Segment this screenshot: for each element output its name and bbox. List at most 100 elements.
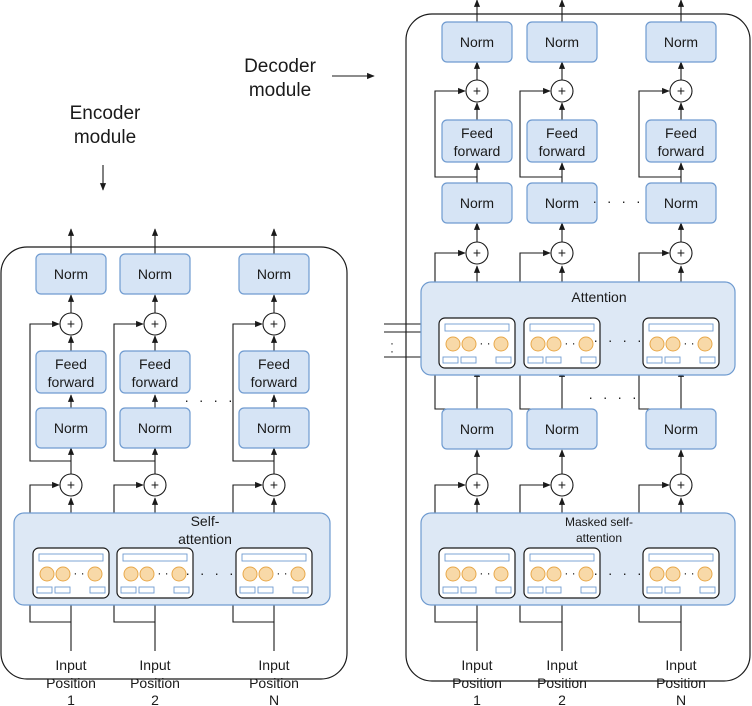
decoder-col-1-add-3-symbol: +: [473, 83, 481, 99]
decoder-col-2-masked-token-card-token-last: [578, 566, 594, 582]
encoder-title-line2: module: [73, 127, 137, 148]
encoder-col-3-norm-1: [238, 407, 310, 449]
encoder-col-1-token-card-footer-bar-2: [54, 586, 71, 594]
encoder-col-3-token-card-footer-bar-1: [239, 586, 256, 594]
decoder-col-3-feed-forward: [645, 119, 717, 163]
decoder-col-3-masked-token-card-footer-bar-3: [699, 586, 716, 594]
decoder-col-3-attention-token-card-footer-bar-3: [699, 356, 716, 364]
encoder-col-2-norm-2: [119, 253, 191, 295]
decoder-col-3-attention-token-card-token-last: [697, 336, 713, 352]
decoder-col-3-input-label-line3: N: [676, 692, 686, 706]
decoder-col-1-input-label-line3: 1: [473, 692, 481, 706]
encoder-col-3-feed-forward-label-line1: Feed: [258, 356, 290, 372]
encoder-col-1-add-2-symbol: +: [67, 316, 75, 332]
decoder-col-2-norm-3: [526, 21, 598, 63]
encoder-col-3-add-1: [262, 473, 286, 497]
decoder-col-3-masked-token-card-token-2: [665, 566, 681, 582]
decoder-col-3-feed-forward-label-line2: forward: [658, 143, 705, 159]
decoder-col-1-attention-token-card-header-bar: [444, 323, 510, 332]
encoder-col-2-residual-2: [113, 320, 155, 462]
decoder-col-3-norm-2: [645, 182, 717, 224]
decoder-ellipsis-4: · · · ·: [593, 565, 644, 581]
decoder-col-2-norm-2-label: Norm: [545, 195, 579, 211]
encoder-col-3-feed-forward-label-line2: forward: [251, 374, 298, 390]
encoder-col-1-residual-2: [29, 320, 71, 462]
encoder-col-1-add-1-symbol: +: [67, 477, 75, 493]
attention-label: Attention: [571, 289, 626, 305]
decoder-ellipsis-2: · · · ·: [593, 332, 644, 348]
decoder-col-1-input-label-line2: Position: [452, 675, 502, 691]
decoder-ellipsis-3: · · · ·: [588, 389, 639, 405]
decoder-col-3-attention-token-card-token-dots: · ·: [683, 336, 694, 350]
decoder-col-3-norm-3-label: Norm: [664, 34, 698, 50]
decoder-col-3-add-2-symbol: +: [677, 245, 685, 261]
decoder-col-2-residual-3: [519, 87, 562, 178]
encoder-col-1-token-card-token-last: [87, 566, 103, 582]
encoder-col-1-token-card-footer-bar-3: [89, 586, 106, 594]
decoder-col-3-masked-token-card-token-dots: · ·: [683, 566, 694, 580]
decoder-col-1-add-1-symbol: +: [473, 477, 481, 493]
decoder-title-line1: Decoder: [244, 56, 316, 77]
encoder-col-2-token-card-footer-bar-1: [120, 586, 137, 594]
decoder-col-1-masked-token-card-footer-bar-1: [442, 586, 459, 594]
decoder-col-3-masked-token-card-token-last: [697, 566, 713, 582]
decoder-col-3-masked-token-card-footer-bar-2: [664, 586, 681, 594]
encoder-col-2-input-label-line1: Input: [139, 657, 170, 673]
encoder-col-1-add-2: [59, 312, 83, 336]
encoder-col-3-input-label-line3: N: [269, 692, 279, 706]
decoder-col-3-attention-token-card-header-bar: [648, 323, 714, 332]
decoder-col-2-add-3-symbol: +: [558, 83, 566, 99]
decoder-col-3-norm-2-label: Norm: [664, 195, 698, 211]
encoder-col-1-input-label-line1: Input: [55, 657, 86, 673]
decoder-col-1-attention-token-card-token-last: [493, 336, 509, 352]
decoder-col-2-attention-token-card-token-last: [578, 336, 594, 352]
encoder-title-line1: Encoder: [69, 103, 141, 124]
encoder-module-frame: [0, 246, 348, 680]
decoder-col-3-residual-3: [638, 87, 681, 178]
decoder-col-1-masked-token-card-token-1: [445, 566, 461, 582]
decoder-col-2-add-1-symbol: +: [558, 477, 566, 493]
encoder-col-3-input-label-line2: Position: [249, 675, 299, 691]
encoder-col-2-input-label-line2: Position: [130, 675, 180, 691]
encoder-col-2-add-2: [143, 312, 167, 336]
decoder-col-3-add-3: [669, 79, 693, 103]
decoder-col-3-add-1-symbol: +: [677, 477, 685, 493]
decoder-col-1-masked-token-card-token-last: [493, 566, 509, 582]
decoder-col-1-attention-token-card-token-2: [461, 336, 477, 352]
decoder-col-3-masked-token-card-token-1: [649, 566, 665, 582]
decoder-col-2-add-3: [550, 79, 574, 103]
decoder-col-1-norm-3-label: Norm: [460, 34, 494, 50]
decoder-col-2-norm-2: [526, 182, 598, 224]
encoder-col-2-token-card-token-dots: · ·: [157, 566, 168, 580]
decoder-col-2-feed-forward: [526, 119, 598, 163]
masked-attention-label-line2: attention: [576, 531, 622, 545]
decoder-col-3-add-3-symbol: +: [677, 83, 685, 99]
decoder-col-2-add-1: [550, 473, 574, 497]
encoder-col-2-add-2-symbol: +: [151, 316, 159, 332]
encoder-col-3-token-card-footer-bar-2: [257, 586, 274, 594]
self-attention-label-line1: Self-: [191, 513, 220, 529]
decoder-col-2-add-2-symbol: +: [558, 245, 566, 261]
encoder-col-3-input-label-line1: Input: [258, 657, 289, 673]
decoder-col-1-add-2: [465, 241, 489, 265]
encoder-col-3-token-card-footer-bar-3: [292, 586, 309, 594]
encoder-col-1-feed-forward-label-line1: Feed: [55, 356, 87, 372]
encoder-col-3-add-2: [262, 312, 286, 336]
decoder-col-3-attention-token-card-token-1: [649, 336, 665, 352]
encoder-col-1-token-card-header-bar: [38, 553, 104, 562]
decoder-col-2-input-label-line3: 2: [558, 692, 566, 706]
encoder-col-2-token-card-footer-bar-3: [173, 586, 190, 594]
encoder-col-1-token-card-token-dots: · ·: [73, 566, 84, 580]
encoder-output-dots-2: ·: [390, 344, 394, 358]
encoder-col-3-feed-forward: [238, 350, 310, 394]
encoder-ellipsis-2: · · · ·: [185, 565, 236, 581]
encoder-col-3-add-1-symbol: +: [270, 477, 278, 493]
decoder-col-2-masked-token-card-footer-bar-1: [527, 586, 544, 594]
encoder-col-1-input-label-line2: Position: [46, 675, 96, 691]
decoder-col-1-norm-3: [441, 21, 513, 63]
decoder-col-2-attention-token-card-token-dots: · ·: [564, 336, 575, 350]
decoder-module-frame: [405, 13, 751, 682]
decoder-col-1-masked-token-card-header-bar: [444, 553, 510, 562]
self-attention-label-line2: attention: [178, 531, 232, 547]
